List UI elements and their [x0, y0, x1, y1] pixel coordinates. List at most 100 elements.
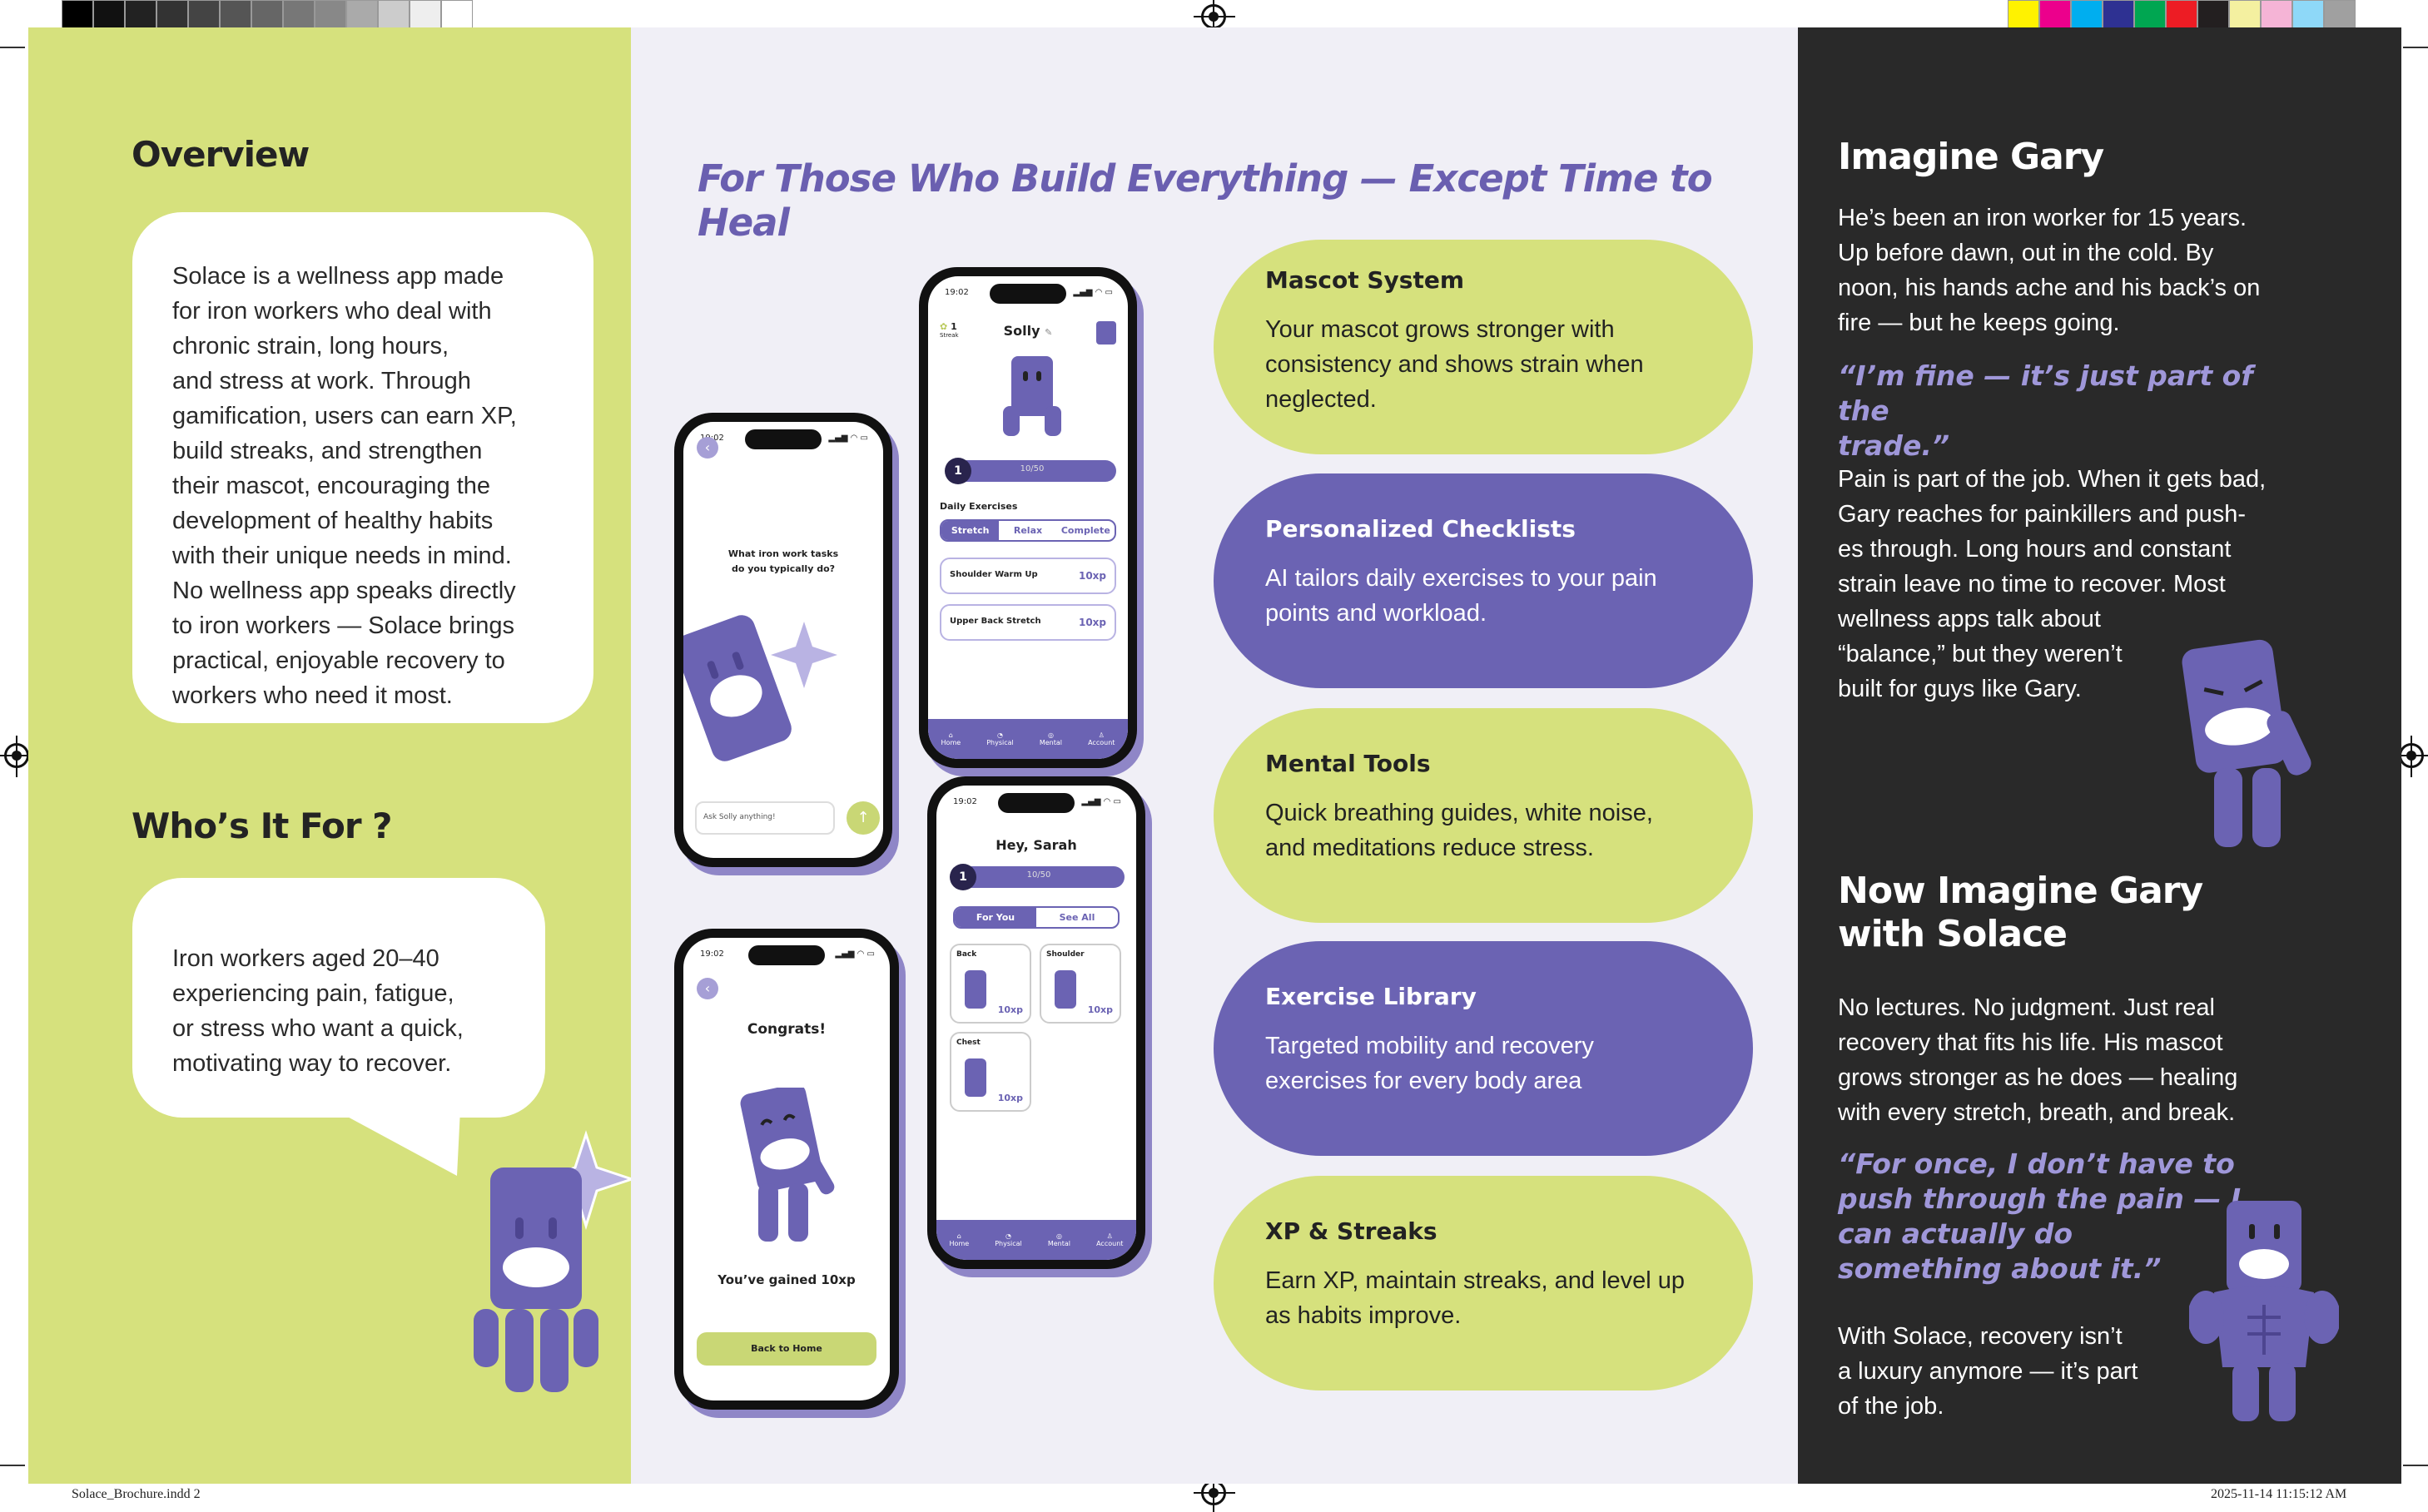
edit-pencil-icon[interactable]: ✎	[1045, 327, 1053, 338]
registration-mark-right	[2399, 743, 2424, 768]
feature-title: XP & Streaks	[1265, 1217, 1437, 1245]
back-to-home-button[interactable]: Back to Home	[697, 1332, 876, 1366]
exercise-card[interactable]: Back 10xp	[950, 944, 1031, 1024]
overview-line: build streaks, and strengthen	[172, 438, 483, 464]
story-line: Up before dawn, out in the cold. By	[1838, 240, 2214, 266]
who-line: or stress who want a quick,	[172, 1015, 464, 1042]
tab-for-you[interactable]: For You	[955, 908, 1036, 927]
nav-home[interactable]: ⌂Home	[941, 731, 961, 746]
overview-line: Solace is a wellness app made	[172, 263, 504, 290]
tab-stretch[interactable]: Stretch	[941, 521, 1000, 540]
mascot-thumbnail	[965, 1058, 986, 1097]
story-line: a luxury anymore — it’s part	[1838, 1358, 2138, 1385]
gary-quote-after: “For once, I don’t have to push through …	[1838, 1147, 2287, 1286]
exercise-card[interactable]: Shoulder 10xp	[1040, 944, 1121, 1024]
nav-label: Account	[1088, 739, 1115, 746]
nav-label: Physical	[995, 1240, 1022, 1247]
card-xp: 10xp	[997, 1004, 1023, 1015]
feature-description: Your mascot grows stronger with consiste…	[1265, 312, 1701, 417]
quote-line: trade.”	[1838, 429, 1950, 462]
chat-input[interactable]: Ask Solly anything!	[695, 801, 835, 835]
quote-line: push through the pain — I	[1838, 1182, 2242, 1215]
who-title: Who’s It For ?	[132, 806, 393, 846]
nav-label: Home	[949, 1240, 970, 1247]
nav-account[interactable]: ♙Account	[1096, 1232, 1123, 1247]
story-line: With Solace, recovery isn’t	[1838, 1323, 2123, 1350]
phone-notch	[990, 284, 1066, 304]
tab-relax[interactable]: Relax	[1013, 525, 1043, 536]
overview-text: Solace is a wellness app made for iron w…	[172, 259, 593, 713]
crop-mark	[2403, 1465, 2428, 1466]
feature-desc-line: Targeted mobility and recovery	[1265, 1033, 1594, 1059]
phone-notch	[998, 793, 1075, 813]
story-line: Gary reaches for painkillers and push-	[1838, 501, 2247, 528]
crop-mark	[2403, 47, 2428, 48]
greeting: Hey, Sarah	[996, 837, 1077, 853]
nav-mental[interactable]: ◎Mental	[1040, 731, 1062, 746]
slug-filename: Solace_Brochure.indd 2	[72, 1487, 201, 1501]
send-arrow-icon[interactable]: ↑	[847, 801, 880, 835]
quote-line: “I’m fine — it’s just part of the	[1838, 359, 2253, 427]
story-line: of the job.	[1838, 1393, 1944, 1420]
feature-desc-line: Your mascot grows stronger with	[1265, 316, 1615, 343]
section-title: Daily Exercises	[940, 501, 1018, 512]
mental-icon: ◎	[1055, 1232, 1062, 1240]
phone-notch	[745, 429, 822, 449]
feature-title: Exercise Library	[1265, 983, 1477, 1010]
nav-physical[interactable]: ◔Physical	[986, 731, 1014, 746]
task-item[interactable]: Shoulder Warm Up 10xp	[940, 558, 1116, 594]
card-xp: 10xp	[1087, 1004, 1113, 1015]
account-icon: ♙	[1106, 1232, 1113, 1240]
xp-progress-bar: 1 10/50	[950, 864, 1125, 890]
crop-mark	[0, 47, 25, 48]
features-panel: For Those Who Build Everything — Except …	[631, 27, 1798, 1484]
nav-physical[interactable]: ◔Physical	[995, 1232, 1022, 1247]
xp-value: 10/50	[1026, 870, 1051, 880]
overview-bubble: Solace is a wellness app made for iron w…	[132, 212, 593, 723]
mascot-peeking-illustration	[683, 615, 837, 761]
level-badge: 1	[950, 864, 976, 890]
exercise-card[interactable]: Chest 10xp	[950, 1032, 1031, 1112]
task-name: Upper Back Stretch	[950, 617, 1041, 626]
quote-line: can actually do	[1838, 1217, 2073, 1250]
tab-see-all[interactable]: See All	[1059, 912, 1095, 923]
bottom-nav: ⌂Home ◔Physical ◎Mental ♙Account	[928, 719, 1128, 759]
tab-complete[interactable]: Complete	[1060, 525, 1110, 536]
feature-description: AI tailors daily exercises to your pain …	[1265, 561, 1701, 631]
card-title: Chest	[956, 1039, 981, 1047]
back-arrow-icon[interactable]: ‹	[697, 437, 718, 459]
mascot-name: Solly ✎	[928, 323, 1128, 339]
story-line: wellness apps talk about	[1838, 606, 2101, 632]
back-arrow-icon[interactable]: ‹	[697, 978, 718, 999]
nav-mental[interactable]: ◎Mental	[1048, 1232, 1070, 1247]
chat-question-line: do you typically do?	[731, 563, 836, 574]
account-icon: ♙	[1098, 731, 1105, 739]
feature-desc-line: exercises for every body area	[1265, 1068, 1582, 1094]
now-imagine-title: Now Imagine Gary with Solace	[1838, 870, 2203, 956]
shop-icon[interactable]	[1096, 321, 1116, 345]
task-item[interactable]: Upper Back Stretch 10xp	[940, 604, 1116, 641]
nav-home[interactable]: ⌂Home	[950, 1232, 970, 1247]
feature-title: Mental Tools	[1265, 750, 1431, 777]
nav-label: Physical	[986, 739, 1014, 746]
quote-line: something about it.”	[1838, 1252, 2162, 1285]
story-line: built for guys like Gary.	[1838, 676, 2082, 702]
mascot-sparkle-illustration	[474, 1130, 636, 1392]
story-line: recovery that fits his life. His mascot	[1838, 1029, 2223, 1056]
story-line: fire — but he keeps going.	[1838, 310, 2120, 336]
registration-mark-top	[1201, 4, 1226, 29]
streak-icon: ✿	[940, 321, 948, 332]
overview-panel: Overview Solace is a wellness app made f…	[28, 27, 636, 1484]
feature-mental-tools: Mental Tools Quick breathing guides, whi…	[1214, 708, 1753, 923]
story-line: “balance,” but they weren’t	[1838, 641, 2123, 667]
story-line: grows stronger as he does — healing	[1838, 1064, 2238, 1091]
persona-panel: Imagine Gary He’s been an iron worker fo…	[1798, 27, 2401, 1484]
nav-account[interactable]: ♙Account	[1088, 731, 1115, 746]
task-xp: 10xp	[1078, 570, 1106, 582]
features-headline: For Those Who Build Everything — Except …	[698, 156, 1713, 245]
xp-gained-message: You’ve gained 10xp	[717, 1272, 856, 1287]
feature-exercise-library: Exercise Library Targeted mobility and r…	[1214, 941, 1753, 1156]
task-xp: 10xp	[1078, 617, 1106, 628]
feature-desc-line: Quick breathing guides, white noise,	[1265, 800, 1653, 826]
